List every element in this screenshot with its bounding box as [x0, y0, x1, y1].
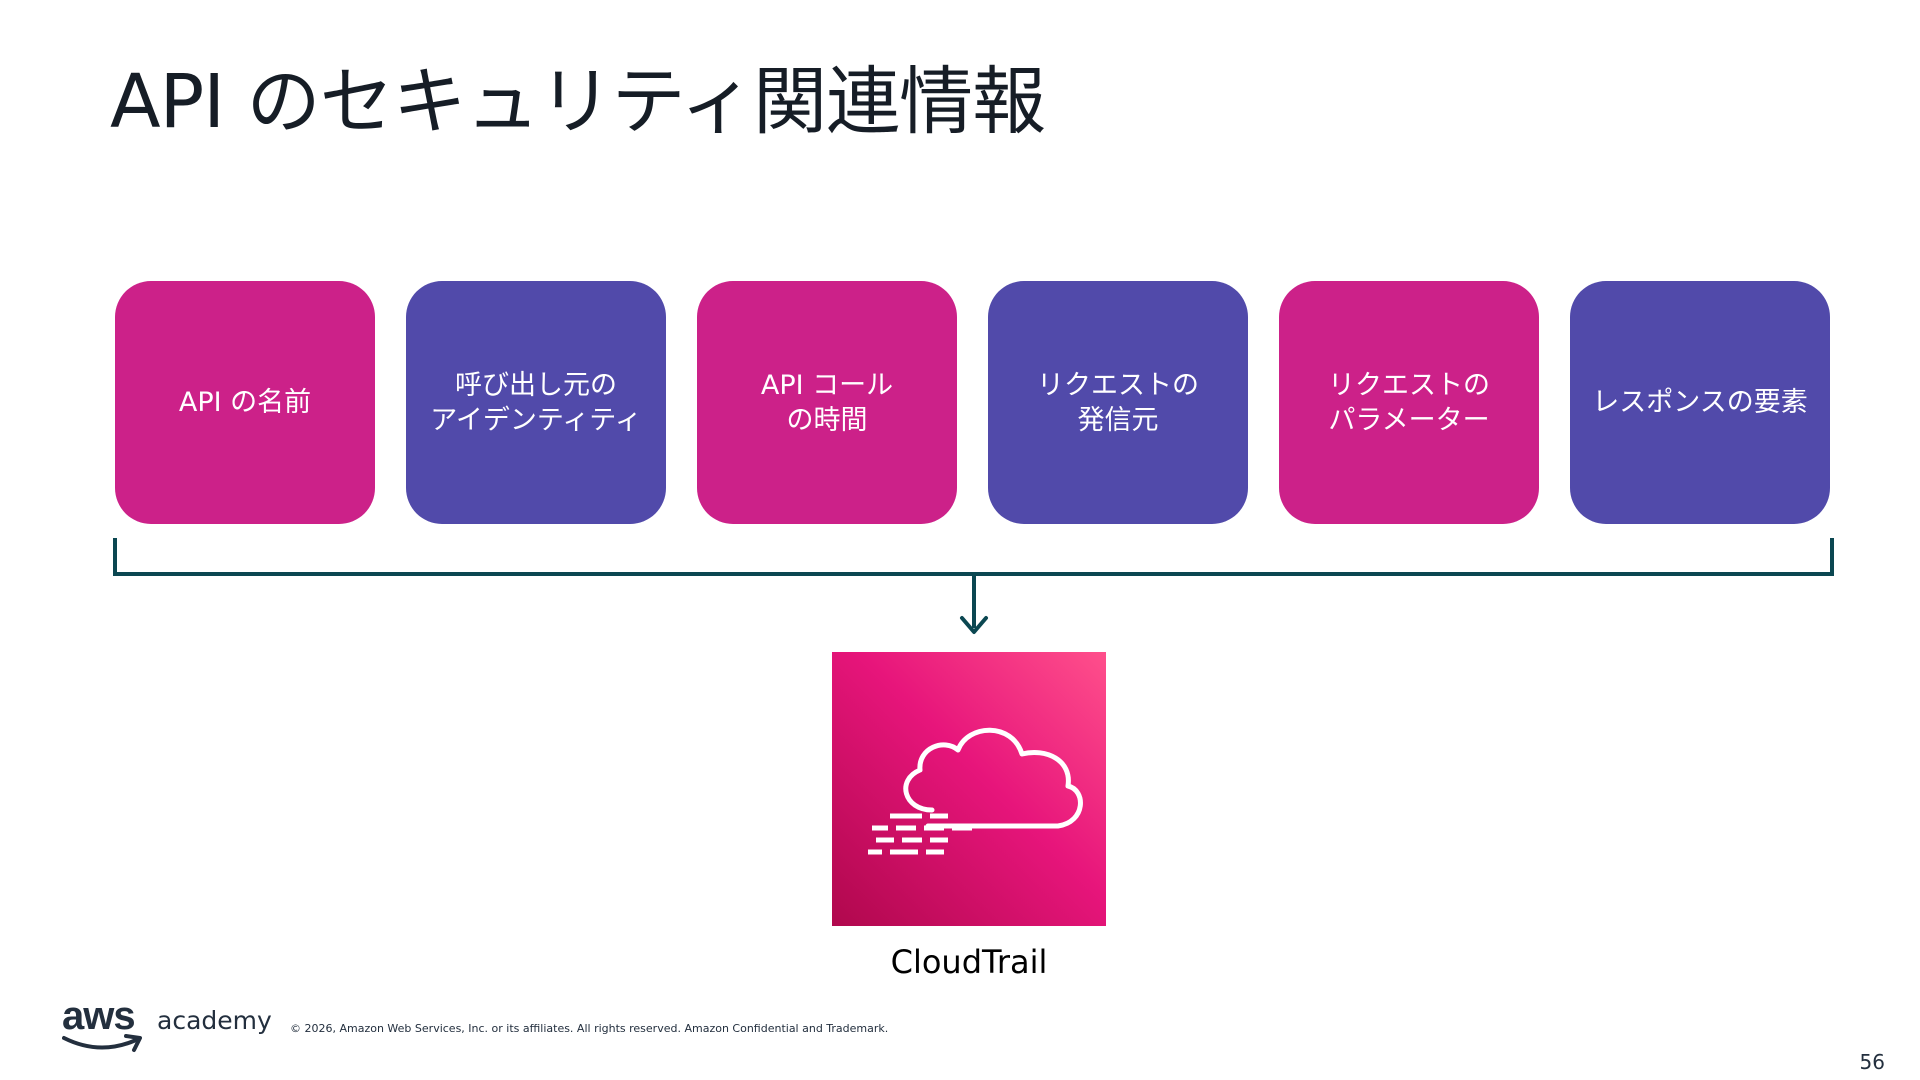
logo-academy-text: academy — [157, 1006, 272, 1035]
box-label: 呼び出し元の アイデンティティ — [430, 369, 642, 436]
cloudtrail-icon — [832, 652, 1106, 926]
box-label: レスポンスの要素 — [1592, 387, 1808, 418]
box-label: リクエストの パラメーター — [1328, 369, 1490, 436]
aws-academy-logo: aws academy — [62, 994, 272, 1056]
box-label: リクエストの 発信元 — [1037, 369, 1199, 436]
service-label: CloudTrail — [890, 943, 1048, 981]
box-label: API の名前 — [178, 387, 312, 418]
slide-title: API のセキュリティ関連情報 — [110, 59, 1046, 145]
box-api-name: API の名前 — [115, 281, 375, 524]
logo-aws-text: aws — [62, 994, 136, 1038]
box-api-call-time: API コール の時間 — [697, 281, 957, 524]
arrow-down-icon — [960, 616, 988, 634]
copyright-text: © 2026, Amazon Web Services, Inc. or its… — [290, 1022, 889, 1035]
box-request-source: リクエストの 発信元 — [988, 281, 1248, 524]
box-caller-identity: 呼び出し元の アイデンティティ — [406, 281, 666, 524]
smile-arrow-icon — [62, 1034, 142, 1052]
box-label: API コール の時間 — [760, 369, 894, 436]
box-request-parameters: リクエストの パラメーター — [1279, 281, 1539, 524]
page-number: 56 — [1859, 1050, 1885, 1074]
box-response-elements: レスポンスの要素 — [1570, 281, 1830, 524]
